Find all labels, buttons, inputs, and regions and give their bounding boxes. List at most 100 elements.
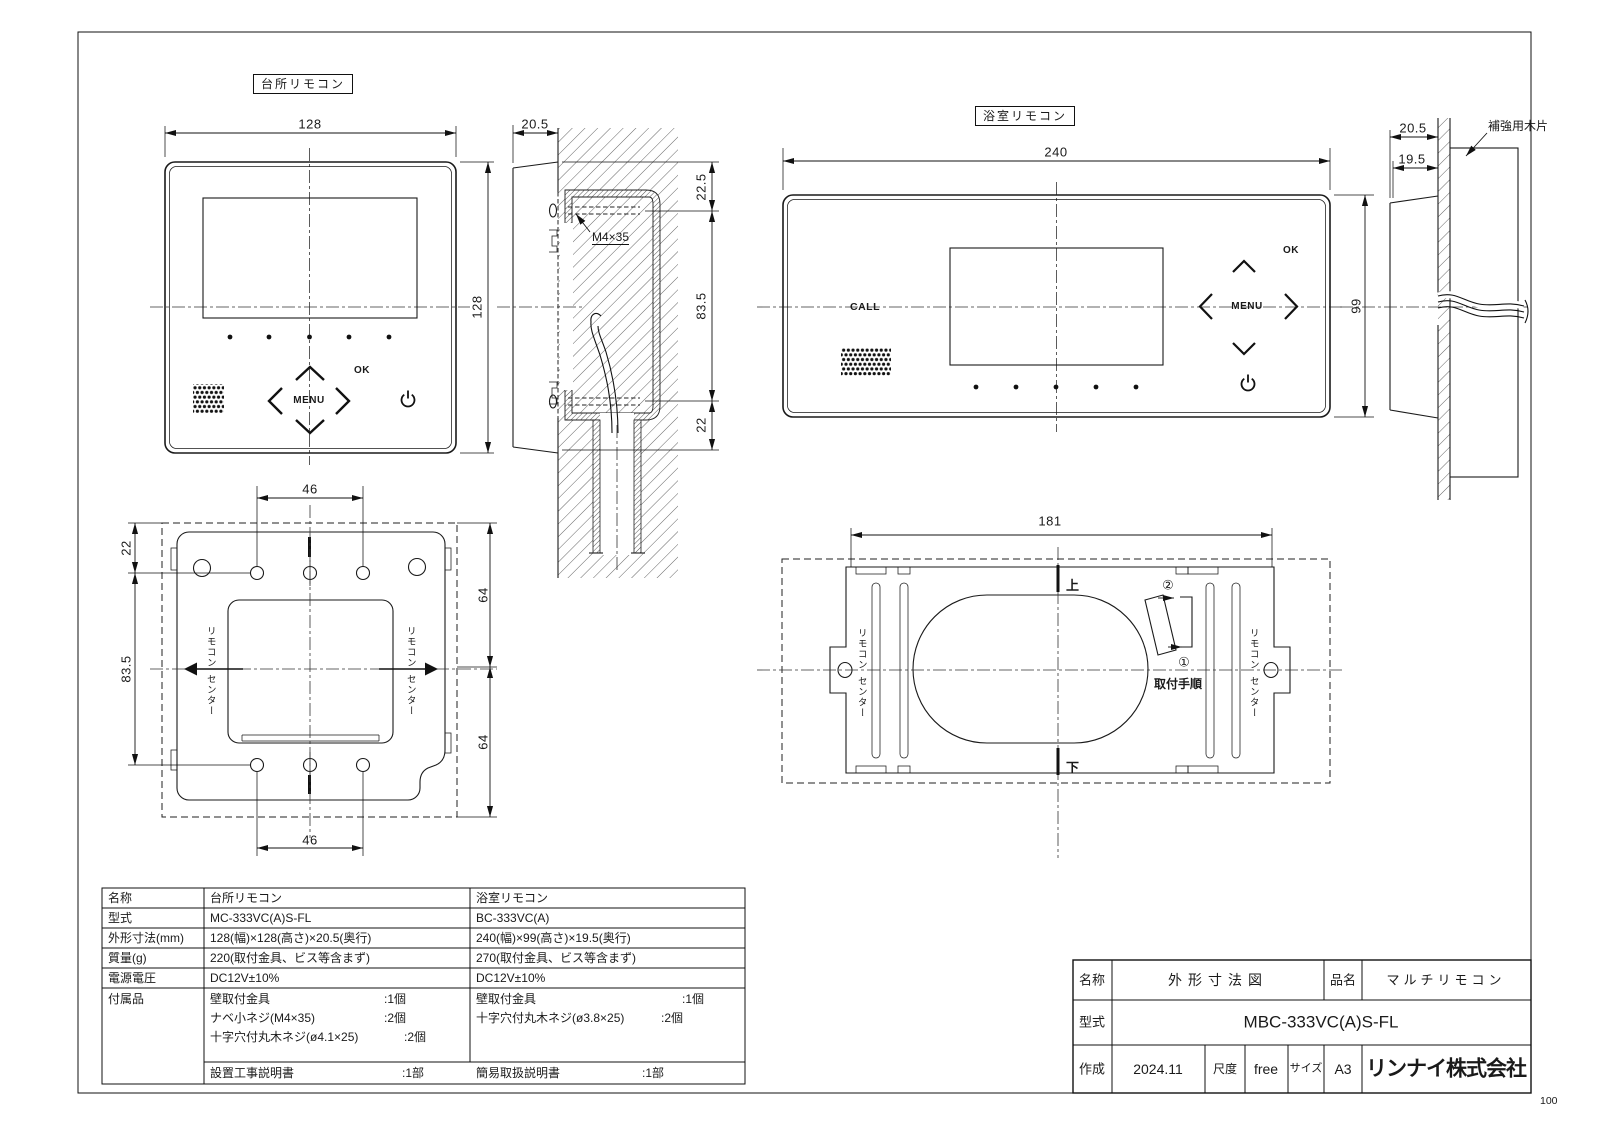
bath-mounting-plate-view bbox=[757, 528, 1345, 858]
kitchen-remote-front-view bbox=[150, 126, 494, 465]
menu-button-label: MENU bbox=[1231, 301, 1263, 312]
mounting-procedure-diagram bbox=[1144, 594, 1193, 656]
kitchen-remote-title: 台所リモコン bbox=[252, 74, 354, 94]
titleblock-product-value: マルチリモコン bbox=[1386, 972, 1506, 988]
accessory-item: 十字穴付丸木ネジ(ø3.8×25):2個 bbox=[476, 1011, 684, 1025]
spec-row-label: 電源電圧 bbox=[108, 971, 157, 985]
dim-plate-46-top: 46 bbox=[302, 481, 318, 497]
spec-table-lines bbox=[101, 887, 746, 1085]
bath-remote-side-body bbox=[1389, 195, 1439, 419]
bath-plate-dimensions bbox=[850, 528, 1273, 567]
speaker-icon bbox=[841, 348, 891, 376]
kitchen-front-dimensions bbox=[164, 126, 494, 454]
dim-plate-46-bottom: 46 bbox=[302, 832, 318, 848]
titleblock-date-value: 2024.11 bbox=[1133, 1061, 1183, 1077]
spec-cell: 240(幅)×99(高さ)×19.5(奥行) bbox=[476, 931, 631, 945]
speaker-icon bbox=[193, 384, 224, 413]
spec-cell: BC-333VC(A) bbox=[476, 911, 550, 925]
spec-cell: MC-333VC(A)S-FL bbox=[210, 911, 312, 925]
touch-dots bbox=[973, 384, 1139, 390]
accessory-item: 壁取付金具:1個 bbox=[476, 992, 705, 1006]
mounting-hole bbox=[192, 558, 212, 578]
dim-plate-83-5: 83.5 bbox=[118, 655, 134, 683]
plate-opening bbox=[912, 594, 1149, 744]
mounting-plate-outline bbox=[176, 531, 446, 801]
left-arrow-icon bbox=[267, 387, 283, 415]
titleblock-name-label: 名称 bbox=[1078, 972, 1106, 988]
display-screen bbox=[949, 247, 1164, 366]
down-arrow-icon bbox=[295, 419, 325, 435]
dim-side-bottom: 22 bbox=[693, 417, 709, 433]
dim-bath-depth-inner: 19.5 bbox=[1398, 151, 1426, 167]
remote-center-marker-text: リモコン bbox=[1247, 628, 1259, 670]
spec-cell: 浴室リモコン bbox=[476, 891, 549, 905]
plate-up-label: 上 bbox=[1066, 578, 1080, 593]
ok-button-label: OK bbox=[1283, 245, 1299, 256]
dim-bath-width: 240 bbox=[1044, 144, 1068, 160]
kitchen-side-dimensions bbox=[512, 125, 719, 451]
kitchen-remote-side-view bbox=[497, 125, 719, 578]
dim-plate-22: 22 bbox=[118, 540, 134, 556]
remote-outline-dashed bbox=[161, 522, 458, 818]
titleblock-scale-label: 尺度 bbox=[1212, 1062, 1238, 1076]
remote-center-marker-text: センター bbox=[404, 674, 416, 716]
remote-center-marker-text: センター bbox=[855, 676, 867, 718]
spec-row-label: 外形寸法(mm) bbox=[108, 931, 184, 945]
left-arrow-icon bbox=[1198, 293, 1213, 320]
remote-outline-dashed bbox=[781, 558, 1331, 784]
dim-plate-64-bottom: 64 bbox=[475, 734, 491, 750]
center-pointer-right-icon bbox=[425, 662, 438, 676]
remote-center-marker-text: リモコン bbox=[855, 628, 867, 670]
spec-cell: DC12V±10% bbox=[476, 971, 546, 985]
down-arrow-icon bbox=[1232, 342, 1256, 356]
bath-side-dimensions bbox=[1389, 130, 1438, 198]
touch-dots bbox=[227, 334, 392, 340]
wall-section-hatch bbox=[1438, 118, 1450, 500]
power-icon bbox=[400, 390, 416, 408]
reinforcement-wood-label: 補強用木片 bbox=[1488, 119, 1549, 133]
titleblock-model-value: MBC-333VC(A)S-FL bbox=[1243, 1012, 1399, 1032]
kitchen-remote-body bbox=[164, 161, 457, 454]
mounting-hole bbox=[407, 557, 427, 577]
bath-remote-side-view bbox=[1340, 118, 1529, 500]
bath-remote-title: 浴室リモコン bbox=[974, 106, 1076, 126]
screw-spec-label: M4×35 bbox=[592, 230, 630, 245]
up-arrow-icon bbox=[1232, 259, 1256, 273]
company-name: リンナイ株式会社 bbox=[1366, 1057, 1527, 1081]
spec-cell: 台所リモコン bbox=[210, 891, 283, 905]
remote-center-marker-text: リモコン bbox=[204, 626, 216, 668]
mounting-clip bbox=[549, 381, 558, 405]
plate-slots bbox=[871, 582, 1241, 759]
kitchen-plate-dimensions bbox=[128, 486, 497, 856]
titleblock-size-label: サイズ bbox=[1289, 1062, 1323, 1075]
accessory-item: 壁取付金具:1個 bbox=[210, 992, 407, 1006]
kitchen-remote-side-body bbox=[512, 161, 559, 454]
accessory-document: 簡易取扱説明書:1部 bbox=[476, 1066, 665, 1080]
mounting-plate-outline bbox=[829, 566, 1291, 774]
dim-kitchen-width: 128 bbox=[298, 116, 322, 132]
call-button-label: CALL bbox=[850, 300, 880, 313]
bath-front-dimensions bbox=[782, 148, 1374, 418]
titleblock-model-label: 型式 bbox=[1078, 1014, 1106, 1030]
cable bbox=[1437, 291, 1529, 324]
titleblock-size-value: A3 bbox=[1334, 1061, 1352, 1077]
spec-cell: 128(幅)×128(高さ)×20.5(奥行) bbox=[210, 931, 372, 945]
remote-center-marker-text: センター bbox=[204, 674, 216, 716]
mounting-screw bbox=[548, 203, 640, 409]
right-arrow-icon bbox=[335, 387, 351, 415]
menu-button-label: MENU bbox=[293, 395, 325, 406]
step-2-label: ② bbox=[1162, 577, 1174, 593]
wall-box-section bbox=[564, 189, 661, 421]
accessory-item: 十字穴付丸木ネジ(ø4.1×25):2個 bbox=[210, 1030, 427, 1044]
dim-kitchen-depth: 20.5 bbox=[521, 116, 549, 132]
plate-opening bbox=[227, 599, 394, 744]
title-block-lines bbox=[1072, 959, 1532, 1094]
spec-row-label: 名称 bbox=[108, 891, 133, 905]
display-screen bbox=[202, 197, 418, 319]
spec-cell: 270(取付金具、ビス等含まず) bbox=[476, 951, 637, 965]
right-arrow-icon bbox=[1284, 293, 1299, 320]
plate-down-label: 下 bbox=[1066, 760, 1080, 775]
titleblock-name-value: 外形寸法図 bbox=[1168, 972, 1268, 988]
